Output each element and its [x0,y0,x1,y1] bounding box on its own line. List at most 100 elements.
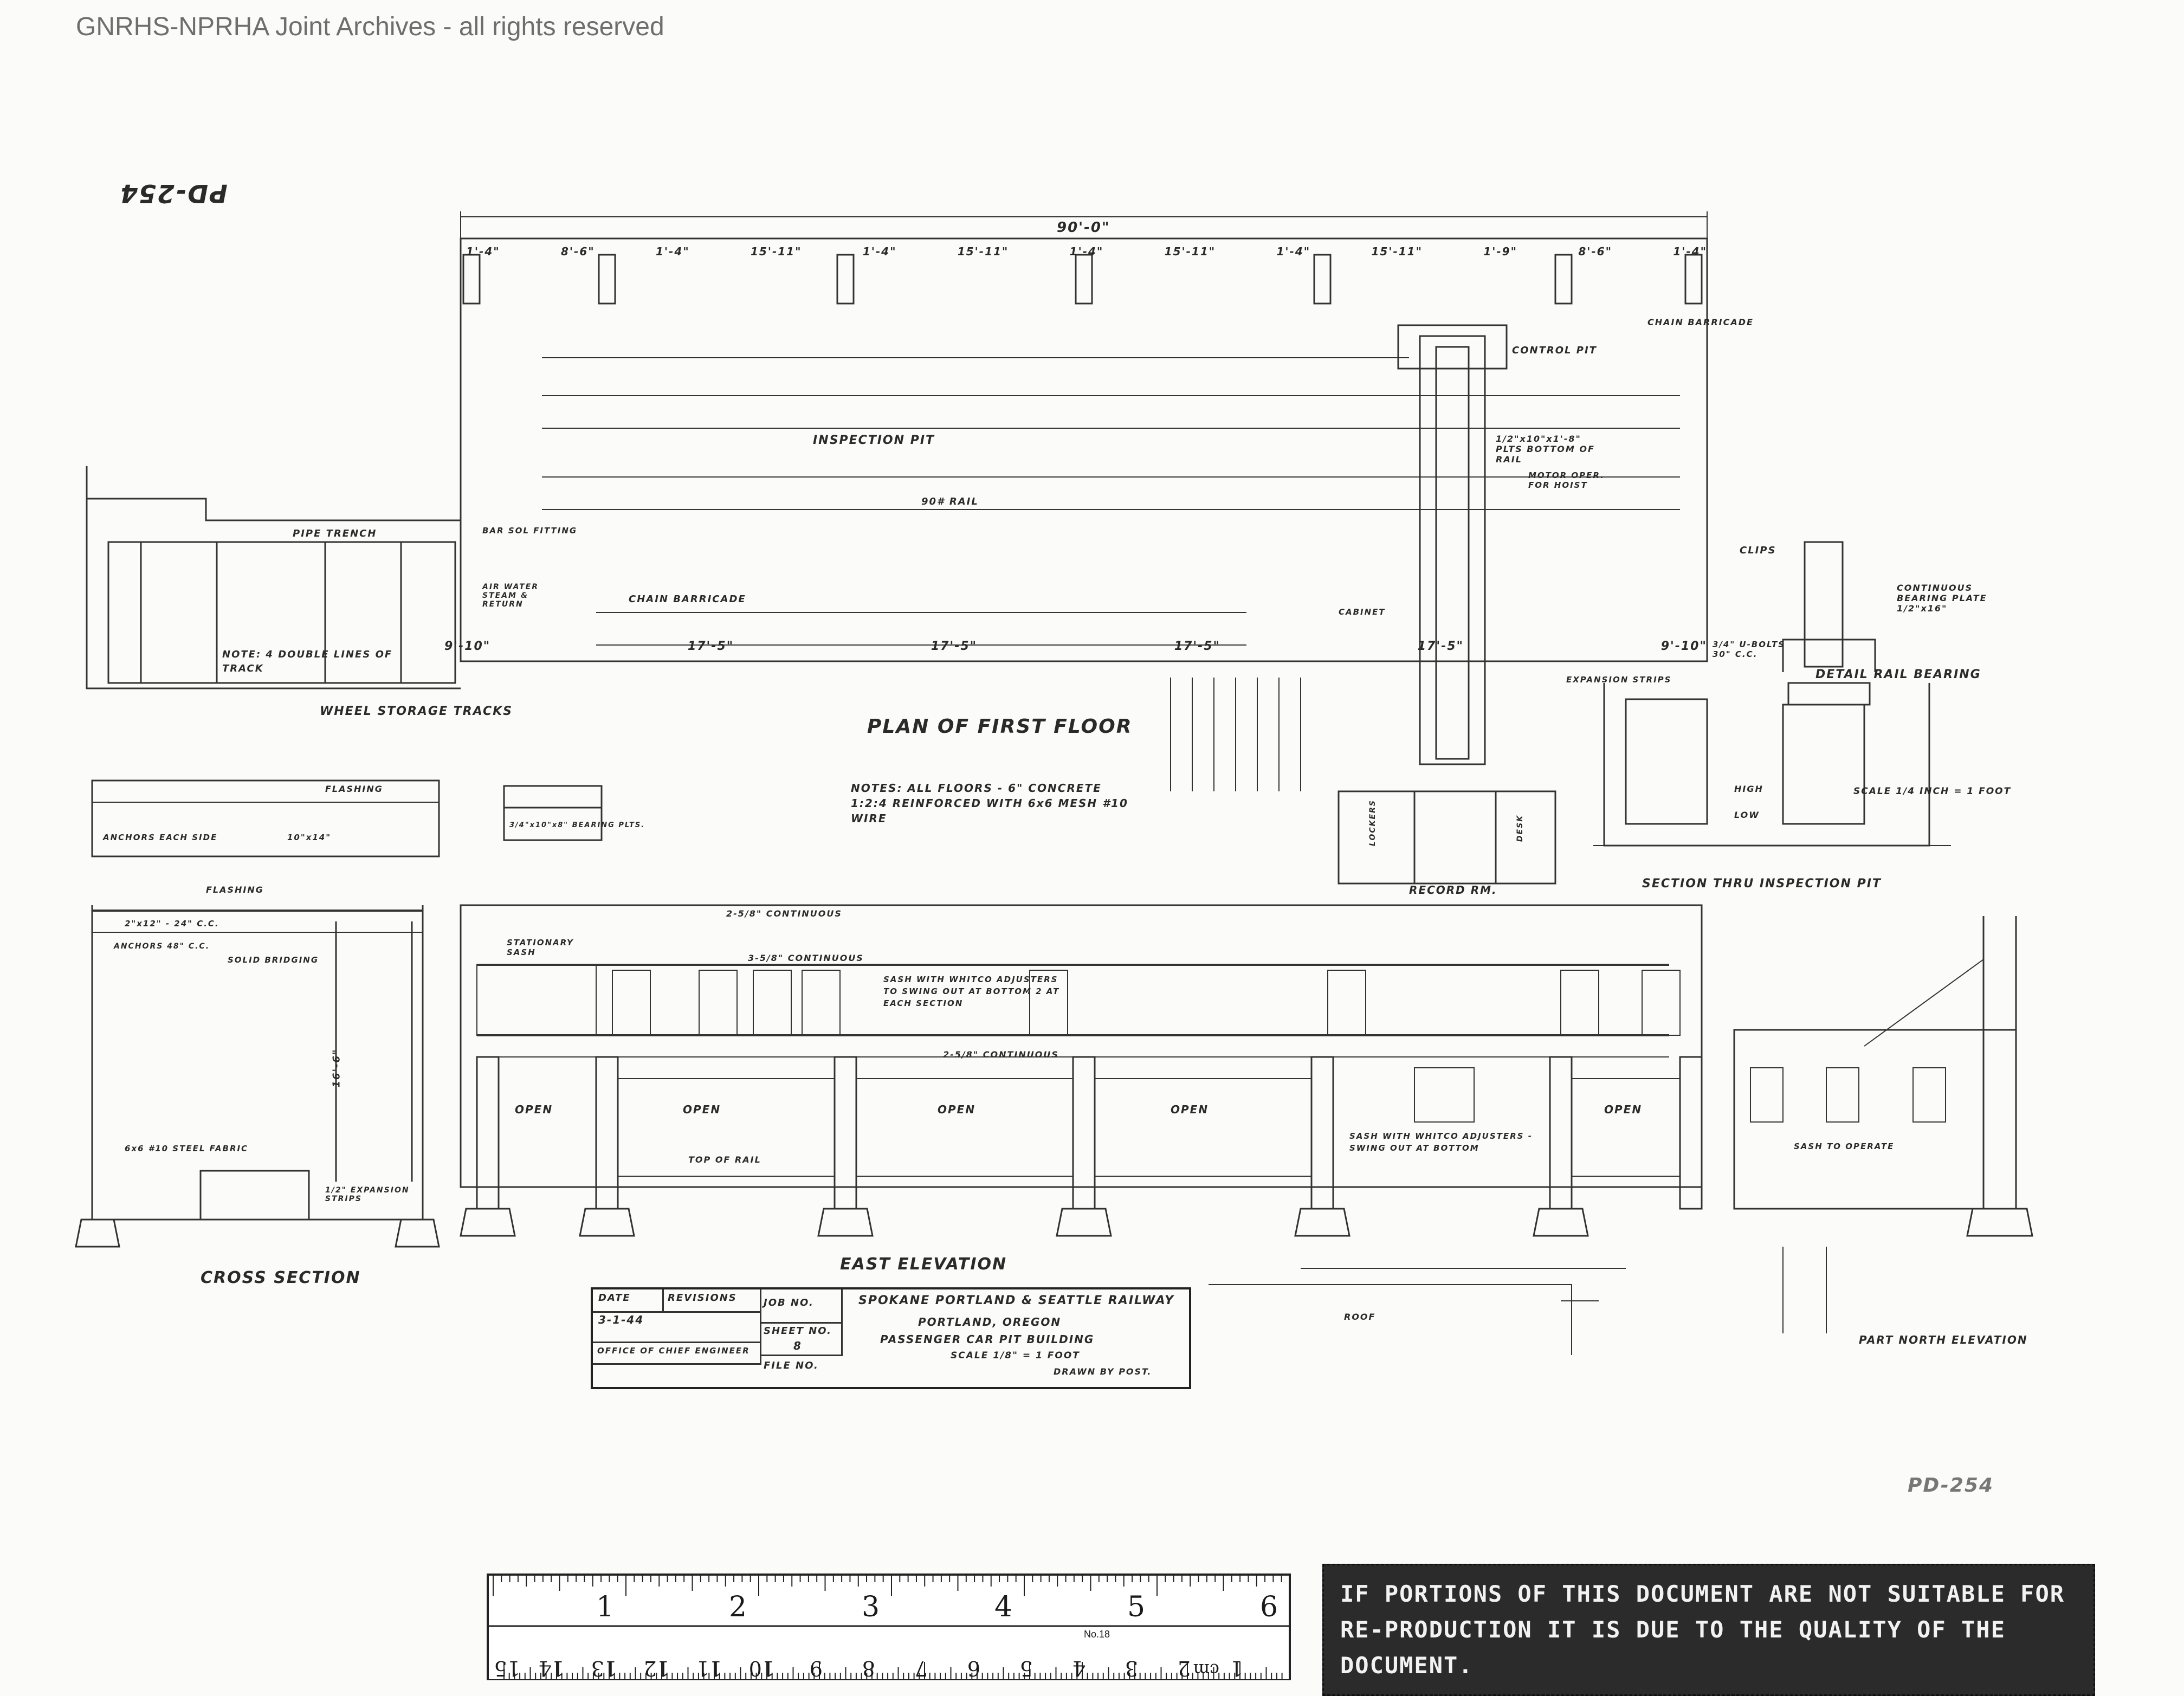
dim-top-4: 1'-4" [862,245,897,258]
section-high: HIGH [1734,784,1763,794]
tb-job-label: JOB NO. [764,1297,814,1308]
dim-top-3: 15'-11" [751,245,802,258]
detail-scale: SCALE 1/4 INCH = 1 FOOT [1853,786,2012,797]
dim-bottom-3: 17'-5" [1174,640,1221,653]
quality-notice-stamp: IF PORTIONS OF THIS DOCUMENT ARE NOT SUI… [1322,1564,2095,1696]
label-cabinet: CABINET [1339,607,1386,617]
elev-continuous-1: 2-5/8" CONTINUOUS [726,908,842,919]
archive-watermark: GNRHS-NPRHA Joint Archives - all rights … [76,12,664,41]
dimension-row-top: 1'-4" 8'-6" 1'-4" 15'-11" 1'-4" 15'-11" … [466,245,1707,258]
plan-outline [460,237,1708,662]
ruler-cm-1: 1 [1230,1656,1243,1680]
ruler-inch-labels: 1 2 3 4 5 6 [488,1591,1290,1623]
ruler-inch-1: 1 [596,1591,615,1623]
dim-bottom-5: 9'-10" [1660,640,1707,653]
elev-open-4: OPEN [1171,1103,1209,1116]
ruler-inch-6: 6 [1260,1591,1278,1623]
ruler-cm-7: 7 [914,1656,928,1680]
elevation-outline [460,904,1703,1188]
dim-top-6: 1'-4" [1069,245,1104,258]
dim-top-1: 8'-6" [561,245,595,258]
elev-sash-operate: SASH TO OPERATE [1794,1142,1895,1151]
elev-open-1: OPEN [515,1103,553,1116]
ruler-cm-9: 9 [809,1656,823,1680]
tb-scale: SCALE 1/8" = 1 FOOT [951,1350,1080,1361]
ruler-cm-14: 14 [538,1656,565,1680]
overall-dimension: 90'-0" [1057,220,1110,236]
dim-top-9: 15'-11" [1371,245,1423,258]
dim-bottom-1: 17'-5" [687,640,734,653]
dim-top-0: 1'-4" [466,245,500,258]
cross-flashing-top: FLASHING [325,784,383,794]
cross-bearing-plates: 3/4"x10"x8" BEARING PLTS. [509,821,645,829]
cross-bridging: SOLID BRIDGING [228,955,319,965]
section-title: SECTION THRU INSPECTION PIT [1642,877,1882,891]
tb-building: PASSENGER CAR PIT BUILDING [880,1333,1095,1346]
tb-date-value: 3-1-44 [598,1313,644,1326]
ruler-cm-4: 4 [1072,1656,1085,1680]
label-rail: 90# RAIL [921,496,979,507]
tb-sheet-label: SHEET NO. [764,1325,832,1337]
tb-drawn-by: DRAWN BY POST. [1054,1366,1152,1377]
detail-continuous-bearing: CONTINUOUS BEARING PLATE 1/2"x16" [1897,583,1987,614]
cross-fabric: 6x6 #10 STEEL FABRIC [125,1144,249,1153]
label-desk: DESK [1516,814,1525,842]
drawing-number-bottom: PD-254 [1908,1474,1994,1497]
ruler-maker-number: No.18 [1084,1629,1110,1640]
label-wheel-storage: WHEEL STORAGE TRACKS [320,705,513,718]
label-lockers: LOCKERS [1368,799,1377,846]
cross-section-title: CROSS SECTION [201,1268,361,1287]
label-inspection-pit: INSPECTION PIT [813,434,935,447]
tb-office: OFFICE OF CHIEF ENGINEER [597,1346,750,1356]
dim-top-2: 1'-4" [656,245,690,258]
detail-u-bolts: 3/4" U-BOLTS 30" C.C. [1713,640,1786,659]
title-block: DATE REVISIONS JOB NO. 3-1-44 SHEET NO. … [591,1287,1191,1389]
ruler-cm-labels: 1 cm 2 3 4 5 6 7 8 9 10 11 12 13 14 15 [488,1648,1290,1680]
elev-sash-note-2: SASH WITH WHITCO ADJUSTERS - SWING OUT A… [1349,1131,1533,1153]
ruler-cm-10: 10 [748,1656,775,1680]
elev-open-3: OPEN [938,1103,976,1116]
elevation-title: EAST ELEVATION [840,1255,1007,1274]
cross-beam: 10"x14" [287,833,332,842]
dim-top-11: 8'-6" [1578,245,1612,258]
section-low: LOW [1734,810,1760,820]
ruler-cm-2: 2 [1177,1656,1191,1680]
ruler-cm-11: 11 [696,1656,722,1680]
elev-stationary-sash: STATIONARY SASH [507,938,574,957]
ruler-cm-5: 5 [1019,1656,1033,1680]
dim-top-8: 1'-4" [1276,245,1311,258]
detail-title: DETAIL RAIL BEARING [1815,668,1981,681]
label-expansion-strips: EXPANSION STRIPS [1566,675,1672,685]
label-chain-barricade-top: CHAIN BARRICADE [1647,317,1754,327]
elev-top-of-rail: TOP OF RAIL [688,1155,761,1165]
cross-flashing: FLASHING [206,885,264,895]
label-note-tracks: NOTE: 4 DOUBLE LINES OF TRACK [222,649,393,674]
elev-continuous-2: 3-5/8" CONTINUOUS [748,953,864,963]
cross-anchors: ANCHORS EACH SIDE [103,833,218,842]
tb-location: PORTLAND, OREGON [918,1315,1062,1329]
ruler-cm-12: 12 [643,1656,670,1680]
detail-clips: CLIPS [1740,545,1776,556]
tb-file-label: FILE NO. [764,1360,819,1371]
label-fitting: BAR SOL FITTING [482,526,578,536]
label-motor-hoist: MOTOR OPER. FOR HOIST [1528,470,1605,490]
cross-height: 16'-6" [331,1048,343,1088]
ruler-inch-4: 4 [994,1591,1013,1623]
scale-ruler [487,1574,1291,1680]
elev-continuous-3: 2-5/8" CONTINUOUS [943,1049,1059,1060]
dim-bottom-2: 17'-5" [931,640,978,653]
tb-railway: SPOKANE PORTLAND & SEATTLE RAILWAY [858,1294,1175,1307]
label-record-room: RECORD RM. [1409,884,1497,897]
cross-expansion: 1/2" EXPANSION STRIPS [325,1186,410,1203]
ruler-inch-3: 3 [862,1591,880,1623]
tb-sheet-value: 8 [793,1339,802,1352]
tb-revisions-label: REVISIONS [668,1292,737,1304]
dim-top-10: 1'-9" [1483,245,1517,258]
dimension-row-bottom: 9'-10" 17'-5" 17'-5" 17'-5" 17'-5" 9'-10… [444,640,1707,653]
label-chain-barricade: CHAIN BARRICADE [629,594,746,605]
dim-top-12: 1'-4" [1673,245,1707,258]
label-control-pit: CONTROL PIT [1512,345,1597,356]
elev-sash-note: SASH WITH WHITCO ADJUSTERS TO SWING OUT … [883,975,1060,1008]
dim-bottom-4: 17'-5" [1417,640,1464,653]
